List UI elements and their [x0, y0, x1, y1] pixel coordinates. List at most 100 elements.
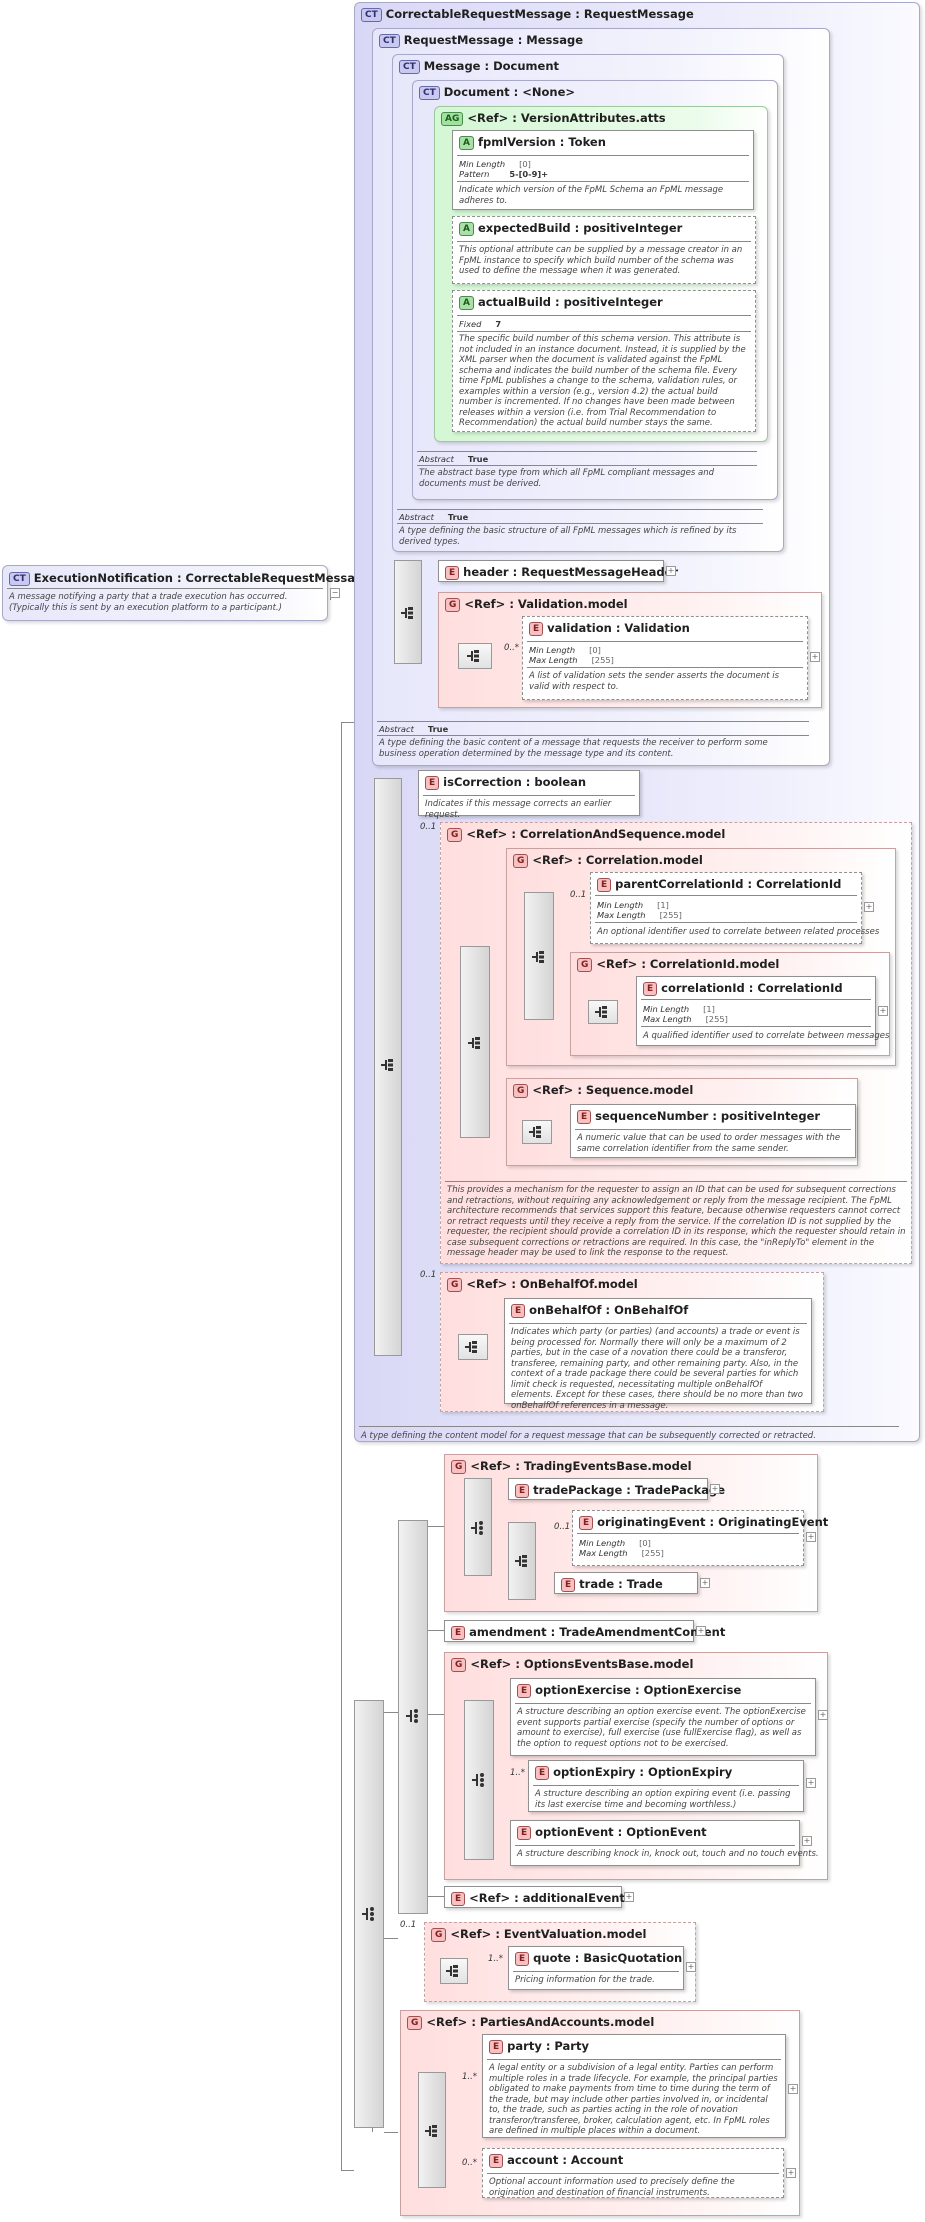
sequence-compositor[interactable]: [394, 560, 422, 664]
expand-toggle[interactable]: +: [806, 1778, 816, 1788]
choice-compositor[interactable]: [464, 1478, 492, 1576]
expand-toggle[interactable]: +: [710, 1484, 720, 1494]
choice-icon: [362, 1907, 374, 1921]
element-badge: E: [489, 2154, 504, 2168]
element-label: <Ref> : additionalEvent: [469, 1891, 625, 1905]
complex-type-badge: CT: [399, 60, 420, 74]
connector: [384, 1712, 398, 1713]
sequence-compositor[interactable]: [458, 1334, 488, 1360]
expand-toggle[interactable]: +: [700, 1578, 710, 1588]
element-badge: E: [445, 566, 460, 580]
expand-toggle[interactable]: +: [802, 1836, 812, 1846]
attribute-description: This optional attribute can be supplied …: [459, 245, 743, 276]
element-label: party : Party: [507, 2039, 589, 2053]
element-description: An optional identifier used to correlate…: [597, 927, 880, 937]
cardinality: 1..*: [488, 1954, 504, 1964]
element-badge: E: [535, 1766, 550, 1780]
element-label: optionEvent : OptionEvent: [535, 1825, 707, 1839]
type-description: The abstract base type from which all Fp…: [419, 468, 714, 489]
sequence-compositor[interactable]: [440, 1958, 468, 1984]
element-label: parentCorrelationId : CorrelationId: [615, 877, 842, 891]
min-length-prop: Min Length[1]: [643, 1004, 715, 1014]
expand-toggle[interactable]: +: [806, 1532, 816, 1542]
additional-event-element[interactable]: E<Ref> : additionalEvent: [444, 1886, 625, 1908]
sequence-compositor[interactable]: [460, 946, 490, 1138]
choice-compositor[interactable]: [398, 1520, 428, 1914]
expand-toggle[interactable]: +: [864, 902, 874, 912]
sequence-compositor[interactable]: [588, 1000, 618, 1024]
element-description: Indicates if this message corrects an ea…: [425, 799, 612, 820]
sequence-compositor[interactable]: [374, 778, 402, 1356]
connector: [414, 1630, 444, 1631]
element-label: sequenceNumber : positiveInteger: [595, 1109, 821, 1123]
element-description: Optional account information used to pre…: [489, 2177, 735, 2198]
expand-toggle[interactable]: +: [818, 1710, 828, 1720]
element-label: validation : Validation: [547, 621, 690, 635]
type-description: A type defining the basic structure of a…: [399, 526, 737, 547]
expand-toggle[interactable]: +: [878, 1006, 888, 1016]
expand-toggle[interactable]: +: [686, 1962, 696, 1972]
expand-toggle[interactable]: +: [666, 566, 676, 576]
element-label: isCorrection : boolean: [443, 775, 587, 789]
group-description: This provides a mechanism for the reques…: [447, 1185, 906, 1258]
element-badge: E: [511, 1304, 526, 1318]
type-description: A type defining the basic content of a m…: [379, 738, 768, 759]
element-badge: E: [515, 1484, 530, 1498]
expand-toggle[interactable]: +: [786, 2168, 796, 2178]
element-label: onBehalfOf : OnBehalfOf: [529, 1303, 689, 1317]
attribute-label: fpmlVersion : Token: [477, 135, 606, 149]
sequence-compositor[interactable]: [522, 1120, 552, 1144]
sequence-compositor[interactable]: [508, 1522, 536, 1600]
complex-type-badge: CT: [361, 8, 382, 22]
element-label: quote : BasicQuotation: [533, 1951, 683, 1965]
expand-toggle[interactable]: +: [788, 2084, 798, 2094]
choice-icon: [471, 1521, 483, 1535]
group-badge: G: [451, 1658, 467, 1672]
sequence-compositor[interactable]: [418, 2072, 446, 2188]
element-badge: E: [561, 1578, 576, 1592]
sequence-icon: [595, 1006, 607, 1018]
max-length-prop: Max Length[255]: [529, 655, 614, 665]
expand-toggle[interactable]: +: [696, 1626, 706, 1636]
type-description: A message notifying a party that a trade…: [9, 592, 288, 613]
choice-compositor[interactable]: [354, 1700, 384, 2128]
element-badge: E: [451, 1892, 466, 1906]
min-length-prop: Min Length[1]: [597, 900, 669, 910]
element-label: account : Account: [507, 2153, 624, 2167]
expand-toggle[interactable]: −: [330, 588, 340, 598]
choice-compositor[interactable]: [464, 1700, 494, 1860]
attribute-group-badge: AG: [441, 112, 464, 126]
sequence-compositor[interactable]: [458, 643, 492, 669]
expand-toggle[interactable]: +: [810, 652, 820, 662]
min-length-prop: Min Length[0]: [579, 1538, 651, 1548]
sequence-compositor[interactable]: [524, 892, 554, 1020]
expand-toggle[interactable]: +: [624, 1892, 634, 1902]
choice-icon: [472, 1773, 484, 1787]
type-label: Message : Document: [423, 59, 559, 73]
element-label: tradePackage : TradePackage: [533, 1483, 726, 1497]
type-label: Document : <None>: [443, 85, 576, 99]
